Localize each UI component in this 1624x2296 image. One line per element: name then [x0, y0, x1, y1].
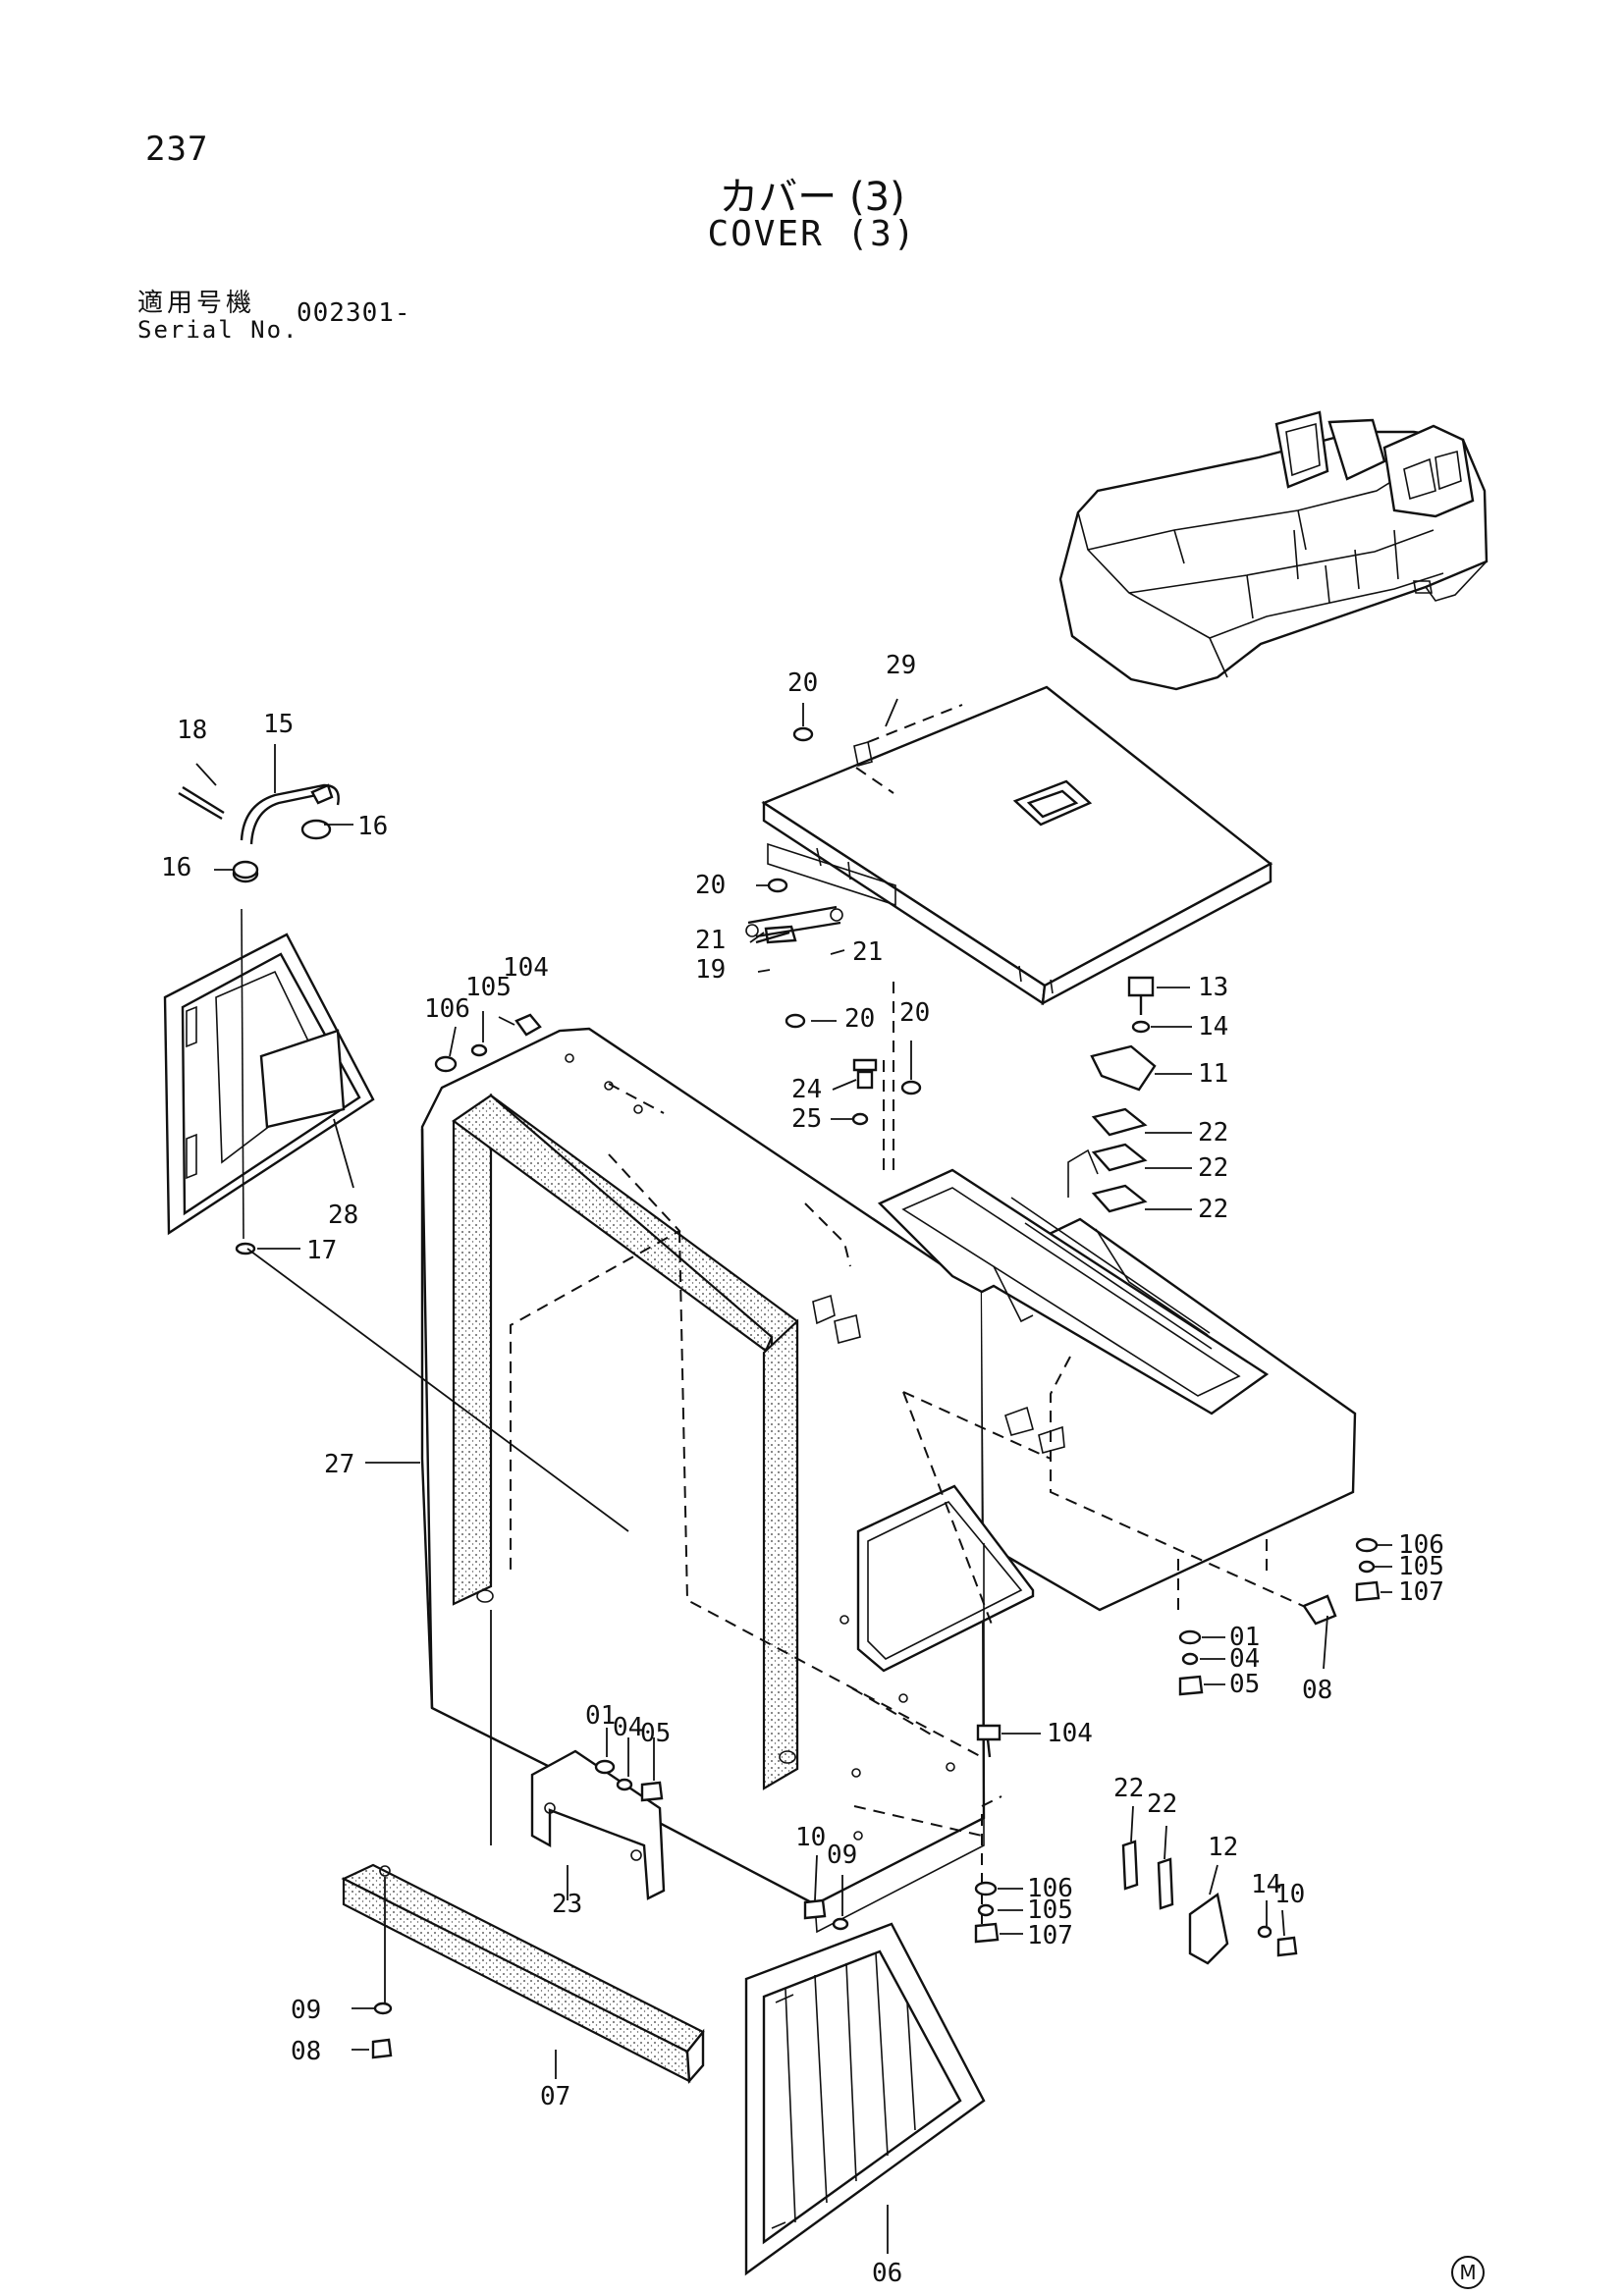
lower-support-part-07 [341, 1863, 705, 2084]
callout-label: 22 [1198, 1195, 1228, 1224]
callout-label: 04 [613, 1713, 643, 1742]
louver-panel-part-06 [744, 1922, 986, 2276]
callout-label: 07 [540, 2082, 570, 2111]
callout-label: 20 [787, 668, 818, 698]
callout-label: 106 [1398, 1530, 1444, 1560]
callout-label: 11 [1198, 1059, 1228, 1089]
callout-label: 106 [424, 994, 470, 1024]
callout-label: 107 [1398, 1577, 1444, 1607]
callout-label: 25 [791, 1104, 822, 1134]
callout-label: 14 [1198, 1012, 1228, 1041]
callout-label: 17 [306, 1236, 337, 1265]
bracket-part-23 [530, 1749, 666, 1900]
callout-label: 29 [886, 651, 916, 680]
callout-label: 20 [899, 998, 930, 1028]
callout-label: 105 [465, 973, 512, 1002]
side-trim-part-28 [163, 860, 375, 1255]
callout-label: 14 [1251, 1870, 1281, 1899]
machine-overview-illustration [1058, 410, 1489, 691]
callout-label: 12 [1208, 1833, 1238, 1862]
callout-label: 23 [552, 1890, 582, 1919]
callout-label: 20 [695, 871, 726, 900]
callout-label: 106 [1027, 1874, 1073, 1903]
callout-label: 27 [324, 1450, 354, 1479]
callout-label: 105 [1027, 1896, 1073, 1925]
serial-number-range: 002301- [297, 298, 411, 328]
callout-label: 08 [291, 2037, 321, 2066]
callout-label: 05 [640, 1719, 671, 1748]
leader-lines [195, 698, 1392, 2254]
handle-part-15 [178, 783, 340, 883]
serial-label-english: Serial No. [137, 316, 299, 344]
callout-label: 09 [827, 1841, 857, 1870]
callout-label: 104 [503, 953, 549, 983]
hardware-fasteners [310, 726, 1380, 2059]
callout-label: 24 [791, 1075, 822, 1104]
callout-label: 04 [1229, 1644, 1260, 1674]
callout-label: 01 [585, 1701, 616, 1731]
page-number: 237 [145, 130, 209, 169]
manufacturer-mark: M [1451, 2256, 1485, 2289]
callout-label: 16 [357, 812, 388, 841]
callout-label: 06 [872, 2259, 902, 2288]
hood-body [420, 1027, 1357, 1934]
side-seal-frame-part-27 [420, 1093, 799, 1790]
callout-label: 05 [1229, 1670, 1260, 1699]
callout-label: 107 [1027, 1921, 1073, 1950]
callout-label: 16 [161, 853, 191, 882]
part-callouts: 18 15 16 16 20 29 20 21 19 21 20 20 104 … [161, 651, 1444, 2288]
callout-label: 22 [1198, 1118, 1228, 1148]
callout-label: 22 [1113, 1774, 1144, 1803]
callout-label: 104 [1047, 1719, 1093, 1748]
callout-label: 18 [177, 716, 207, 745]
callout-label: 15 [263, 710, 294, 739]
hidden-lines [510, 982, 1313, 1924]
callout-label: 28 [328, 1201, 358, 1230]
callout-label: 22 [1147, 1789, 1177, 1819]
callout-label: 08 [1302, 1676, 1332, 1705]
callout-label: 13 [1198, 973, 1228, 1002]
callout-label: 21 [852, 937, 883, 967]
callout-label: 10 [1274, 1880, 1305, 1909]
callout-label: 22 [1198, 1153, 1228, 1183]
callout-label: 09 [291, 1996, 321, 2025]
callout-label: 21 [695, 926, 726, 955]
callout-label: 10 [795, 1823, 826, 1852]
title-english: COVER (3) [707, 214, 917, 254]
serial-label-japanese: 適用号機 [137, 289, 256, 318]
callout-label: 20 [844, 1004, 875, 1034]
callout-label: 105 [1398, 1552, 1444, 1581]
title-japanese: カバー (3) [719, 175, 905, 220]
callout-label: 19 [695, 955, 726, 985]
callout-label: 01 [1229, 1623, 1260, 1652]
top-cover-part-29 [761, 685, 1273, 1006]
